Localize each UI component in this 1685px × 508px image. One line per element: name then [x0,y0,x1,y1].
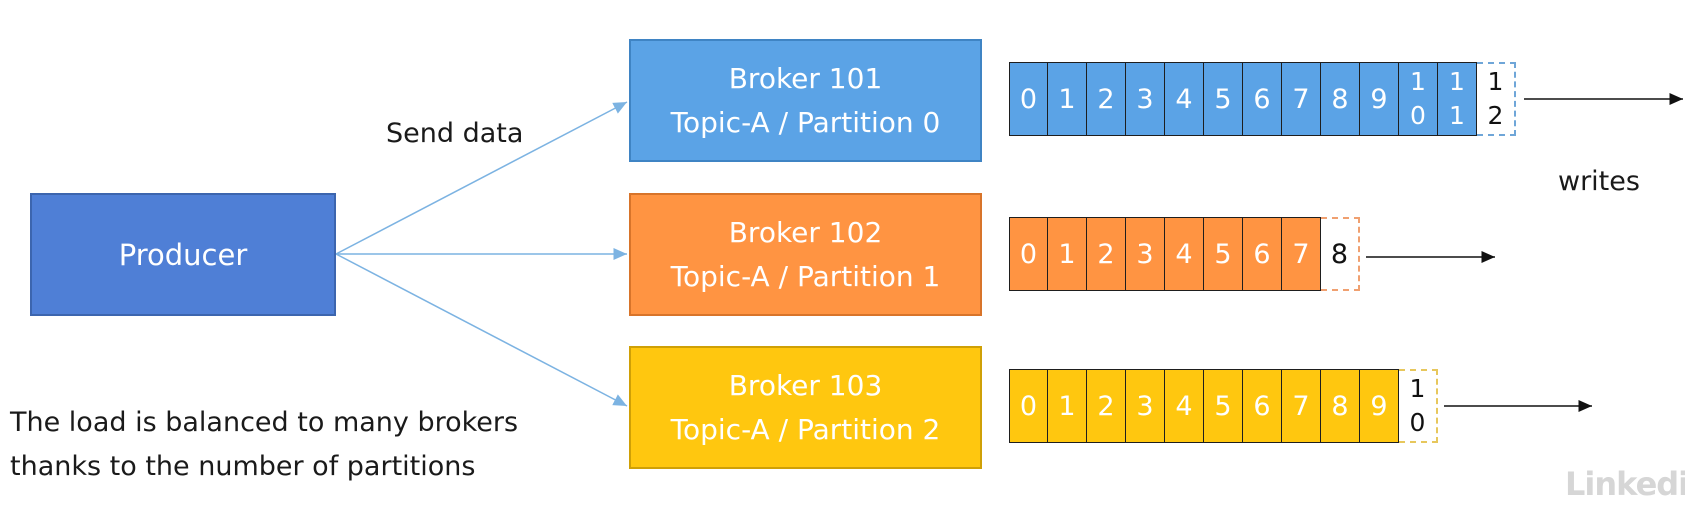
broker-102-title: Broker 102 [728,215,883,249]
offset-cell: 8 [1321,369,1360,443]
offset-cell: 0 [1009,62,1048,136]
broker-103-title: Broker 103 [728,368,883,402]
offset-cell: 9 [1360,369,1399,443]
offset-cell: 9 [1360,62,1399,136]
offset-cell: 4 [1165,62,1204,136]
offset-cell: 3 [1126,217,1165,291]
offset-cell: 4 [1165,217,1204,291]
offset-cell: 3 [1126,369,1165,443]
broker-103-box: Broker 103 Topic-A / Partition 2 [629,346,982,469]
send-arrow-broker-103 [335,253,628,407]
offset-cell: 2 [1087,369,1126,443]
offset-cell: 5 [1204,217,1243,291]
offset-cell: 6 [1243,369,1282,443]
offset-cell: 8 [1321,62,1360,136]
broker-101-box: Broker 101 Topic-A / Partition 0 [629,39,982,162]
caption: The load is balanced to many brokers tha… [10,401,518,489]
caption-line-2: thanks to the number of partitions [10,451,476,482]
offset-cell: 6 [1243,217,1282,291]
offset-cell: 6 [1243,62,1282,136]
offset-cell: 3 [1126,62,1165,136]
writes-label: writes [1558,166,1640,197]
offset-cell: 7 [1282,217,1321,291]
broker-101-partition: Topic-A / Partition 0 [670,105,941,139]
next-offset-cell: 8 [1321,217,1360,291]
offset-cell: 2 [1087,62,1126,136]
producer-label: Producer [118,237,248,272]
offset-cell: 4 [1165,369,1204,443]
broker-102-box: Broker 102 Topic-A / Partition 1 [629,193,982,316]
send-data-label: Send data [386,118,524,149]
offset-cell: 5 [1204,62,1243,136]
offset-cell: 0 [1009,217,1048,291]
broker-101-title: Broker 101 [728,61,883,95]
offset-cell: 7 [1282,369,1321,443]
offset-cell: 0 [1009,369,1048,443]
broker-103-partition: Topic-A / Partition 2 [670,412,941,446]
broker-102-partition: Topic-A / Partition 1 [670,259,941,293]
offset-cell: 1 [1048,217,1087,291]
offset-cell: 1 [1048,62,1087,136]
caption-line-1: The load is balanced to many brokers [10,407,519,438]
offset-cell: 7 [1282,62,1321,136]
offset-cell: 1 [1048,369,1087,443]
linkedin-watermark: Linkedin [1565,465,1685,503]
producer-box: Producer [30,193,336,316]
offset-cell: 2 [1087,217,1126,291]
send-arrow-broker-101 [335,101,628,255]
offset-cell: 5 [1204,369,1243,443]
